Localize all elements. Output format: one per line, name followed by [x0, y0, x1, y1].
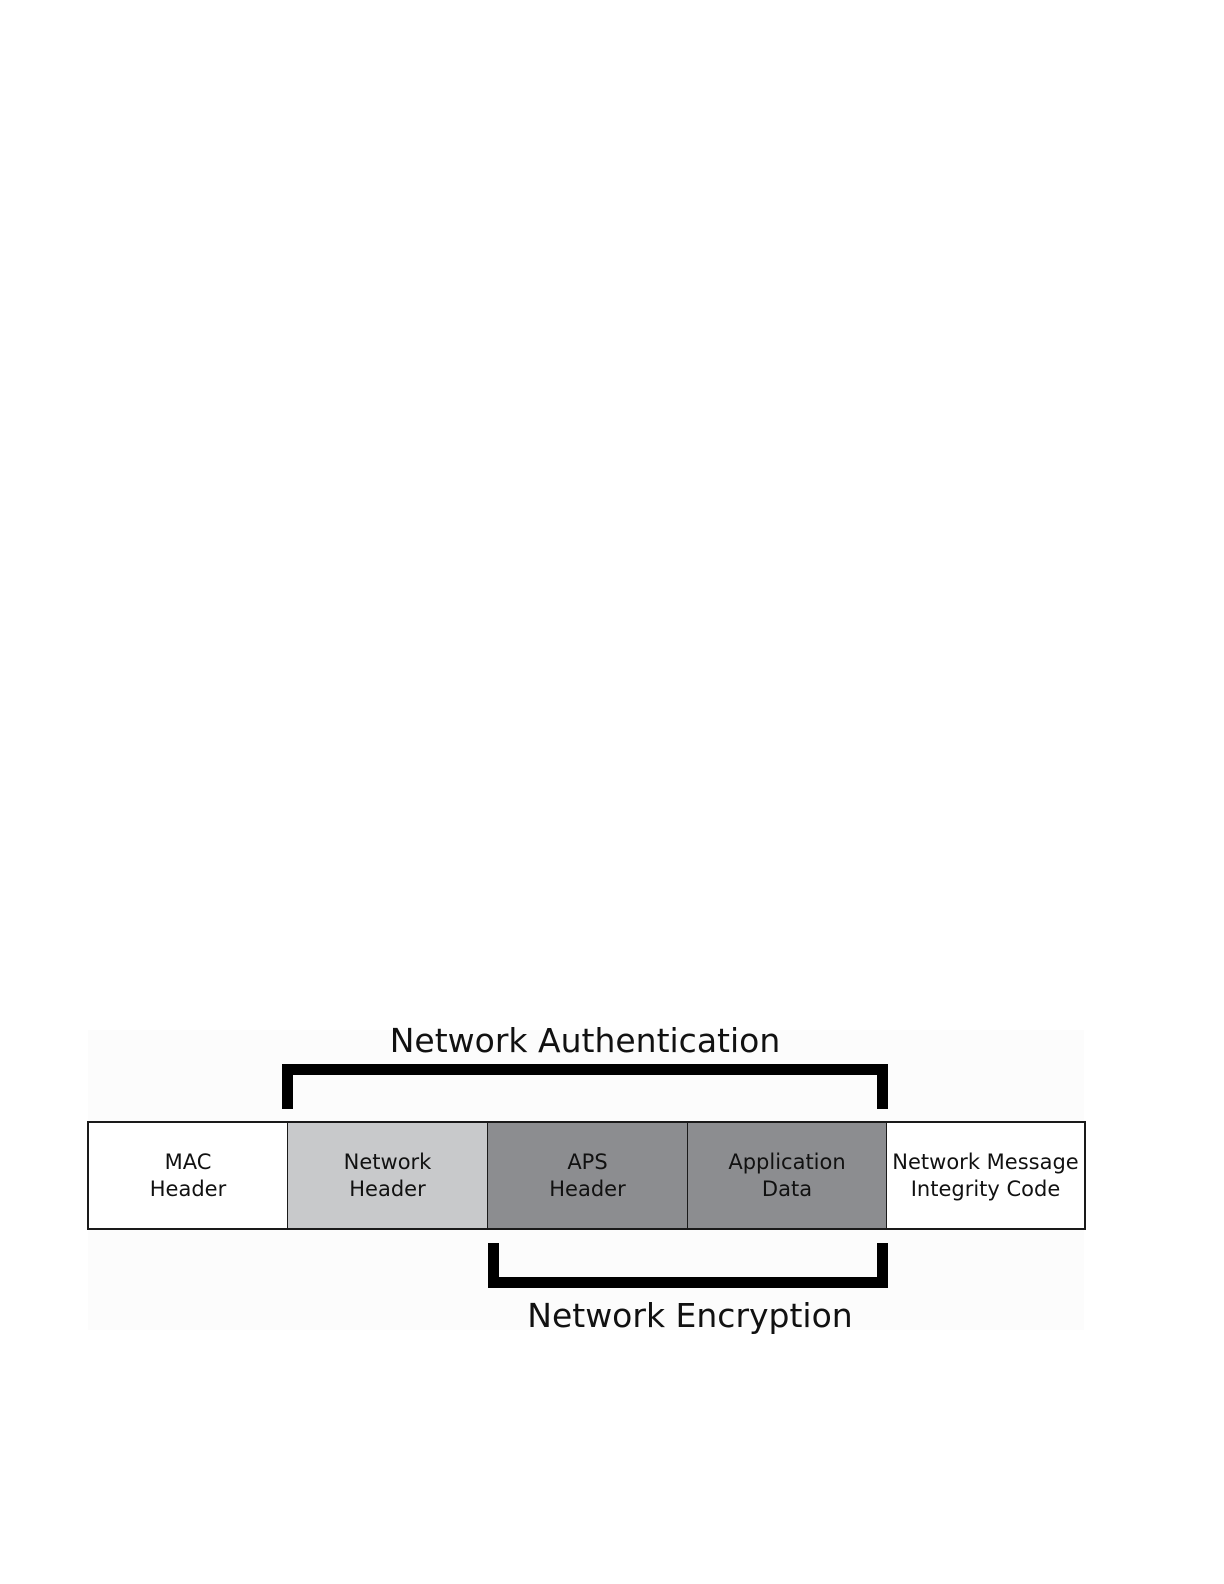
network-header-cell: Network Header	[288, 1123, 488, 1228]
frame-structure: MAC Header Network Header APS Header App…	[87, 1121, 1086, 1230]
mac-header-cell: MAC Header	[89, 1123, 288, 1228]
application-data-line2: Data	[762, 1176, 812, 1203]
network-mic-cell: Network Message Integrity Code	[887, 1123, 1084, 1228]
network-authentication-label: Network Authentication	[284, 1021, 886, 1061]
network-header-line1: Network	[344, 1149, 432, 1176]
application-data-cell: Application Data	[688, 1123, 887, 1228]
mac-header-line1: MAC	[165, 1149, 212, 1176]
authentication-bracket	[282, 1064, 888, 1109]
network-mic-line2: Integrity Code	[911, 1176, 1061, 1203]
network-encryption-label: Network Encryption	[490, 1296, 890, 1336]
network-mic-line1: Network Message	[892, 1149, 1078, 1176]
mac-header-line2: Header	[150, 1176, 226, 1203]
encryption-bracket	[488, 1243, 888, 1288]
aps-header-line1: APS	[567, 1149, 607, 1176]
aps-header-cell: APS Header	[488, 1123, 688, 1228]
aps-header-line2: Header	[549, 1176, 625, 1203]
application-data-line1: Application	[728, 1149, 845, 1176]
network-header-line2: Header	[349, 1176, 425, 1203]
